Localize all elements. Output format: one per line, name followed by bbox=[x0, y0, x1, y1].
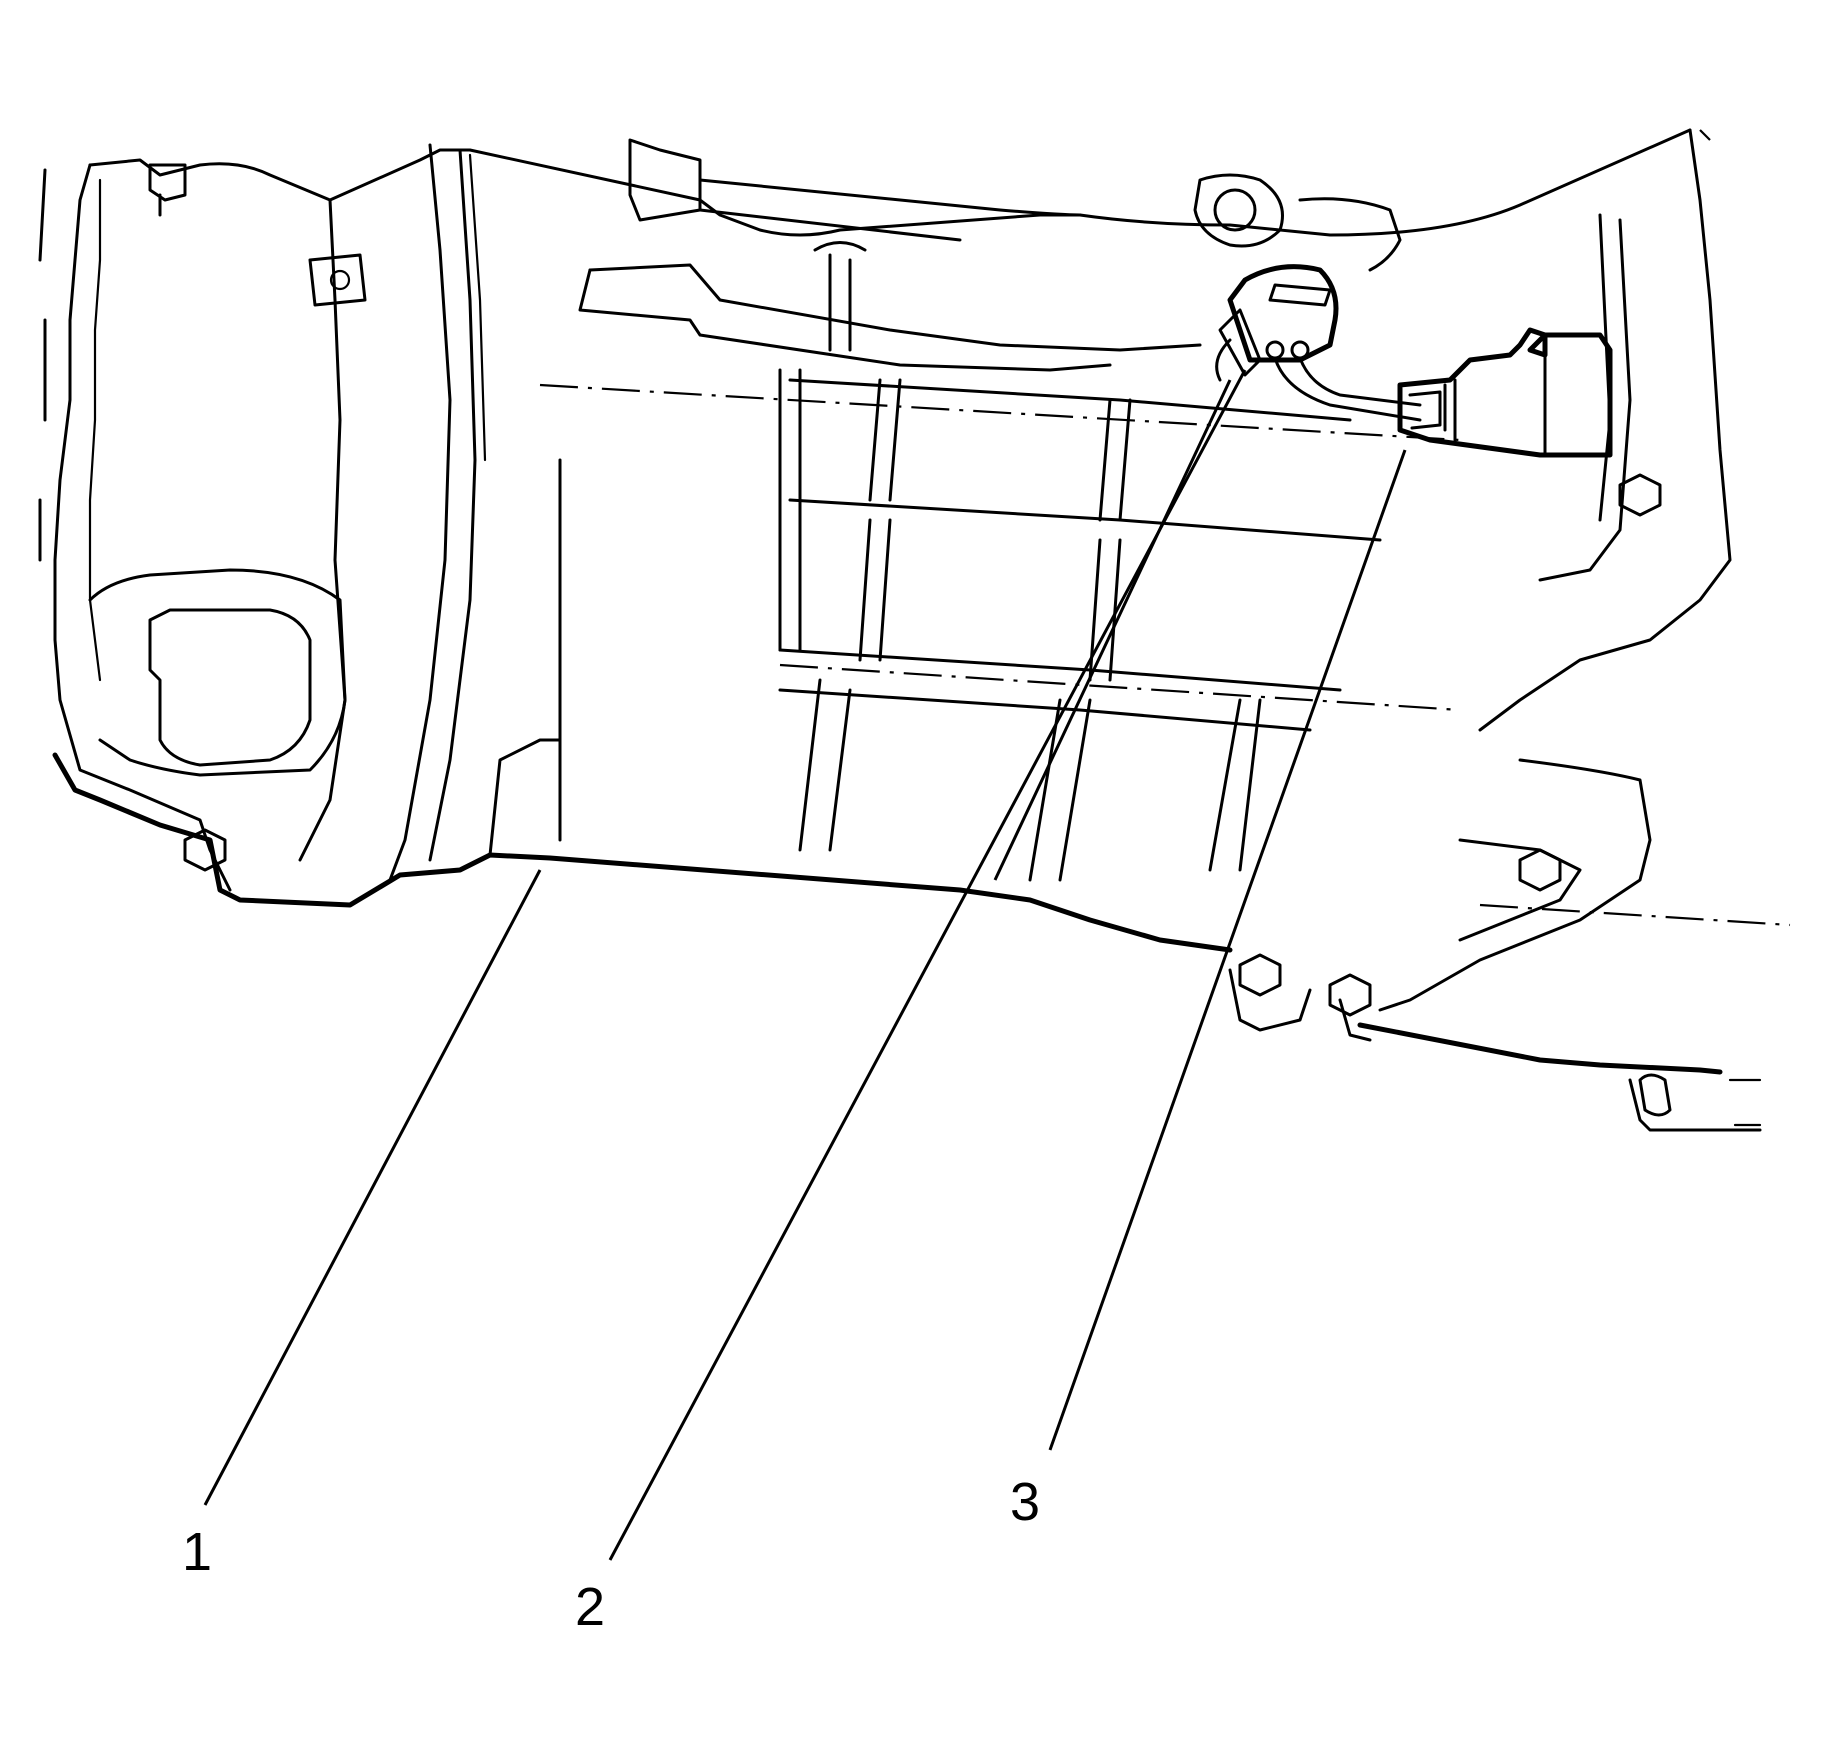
callout-2: 2 bbox=[575, 1577, 605, 1637]
wiring-harness bbox=[1273, 356, 1422, 422]
transmission-case bbox=[38, 128, 1791, 1132]
leader-line-2b bbox=[993, 379, 1232, 881]
speed-sensor bbox=[1215, 264, 1339, 382]
leader-line-1 bbox=[203, 869, 542, 1506]
leader-lines bbox=[203, 369, 1407, 1561]
electrical-connector bbox=[1397, 327, 1613, 458]
leader-line-3 bbox=[1048, 449, 1407, 1451]
callout-1: 1 bbox=[182, 1522, 212, 1582]
callout-3: 3 bbox=[1010, 1472, 1040, 1532]
leader-line-2 bbox=[608, 369, 1247, 1561]
